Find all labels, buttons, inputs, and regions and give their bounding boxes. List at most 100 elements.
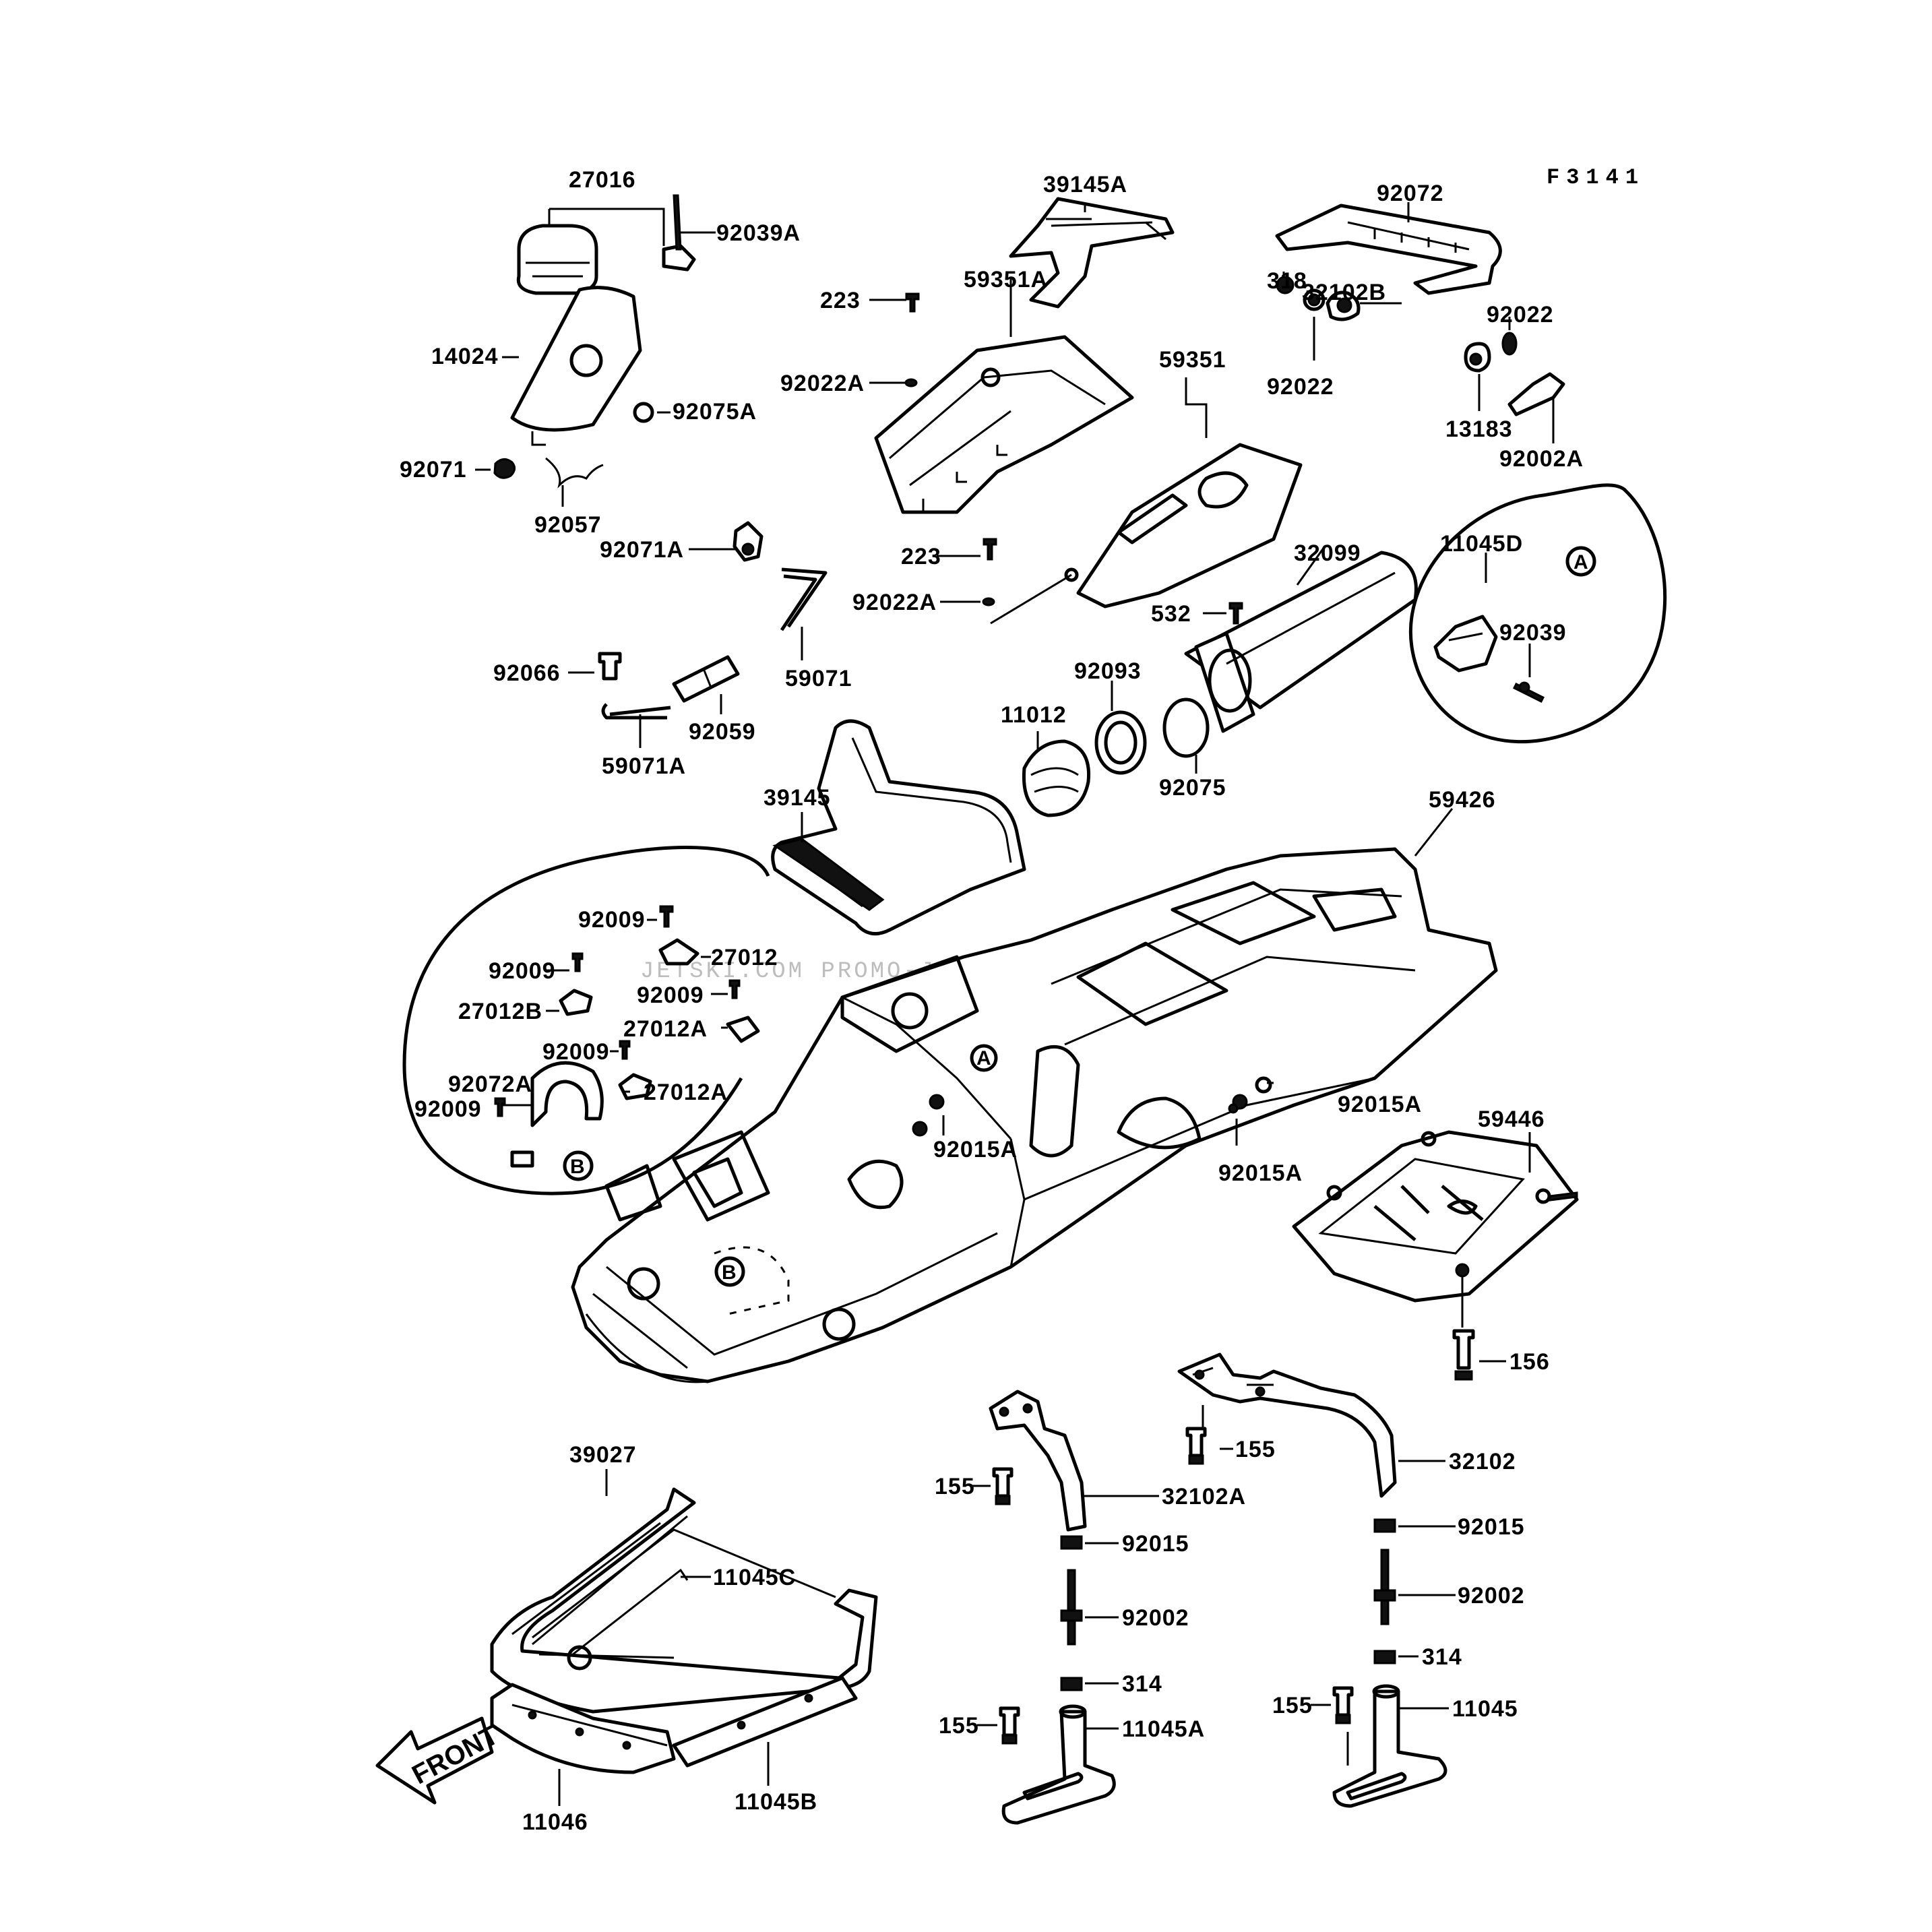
- label-11045A: 11045A: [1122, 1716, 1205, 1742]
- plate-59446: [1292, 1130, 1579, 1303]
- bumper-11046: [490, 1683, 676, 1774]
- label-92039: 92039: [1499, 620, 1567, 646]
- label-92071A: 92071A: [600, 537, 684, 563]
- detail-circle-a: A: [1409, 483, 1666, 744]
- label-156: 156: [1509, 1349, 1550, 1375]
- label-155-lower-left: 155: [939, 1713, 979, 1739]
- label-11045C: 11045C: [713, 1565, 796, 1590]
- cap-assembly: [516, 194, 696, 295]
- bracket-32102A: [989, 1390, 1087, 1532]
- label-39027: 39027: [569, 1442, 637, 1468]
- figure-id: F3141: [1547, 165, 1645, 190]
- label-32102: 32102: [1449, 1449, 1516, 1474]
- plug-11012: [1022, 739, 1091, 817]
- label-155-upper: 155: [1235, 1437, 1276, 1462]
- hull-59426: B A: [571, 847, 1498, 1383]
- label-92072: 92072: [1377, 181, 1444, 206]
- label-27012A-lower: 27012A: [644, 1080, 728, 1105]
- bolt-155-lower-left: [999, 1706, 1020, 1745]
- label-32102A: 32102A: [1162, 1484, 1246, 1509]
- bolt-156: [1452, 1329, 1475, 1381]
- tray-59351: [1064, 443, 1303, 609]
- label-314-right: 314: [1422, 1644, 1462, 1670]
- part-labels: 27016 92039A 14024 92075A 92071 92057 39…: [400, 167, 1584, 1835]
- label-92009-3: 92009: [637, 983, 704, 1008]
- label-32099: 32099: [1294, 540, 1361, 566]
- stack-left: [1060, 1535, 1083, 1691]
- label-13183: 13183: [1445, 416, 1513, 442]
- label-155-lower-right: 155: [1272, 1693, 1313, 1718]
- label-92002-right: 92002: [1458, 1583, 1525, 1609]
- label-92057: 92057: [534, 512, 602, 538]
- label-92009-1: 92009: [578, 907, 646, 933]
- detail-ref-a: A: [1573, 551, 1588, 573]
- label-11045D: 11045D: [1440, 531, 1523, 557]
- label-32102B: 32102B: [1302, 280, 1386, 305]
- label-92002-left: 92002: [1122, 1605, 1189, 1631]
- foot-11045: [1332, 1684, 1447, 1808]
- strip-11045B: [672, 1676, 858, 1768]
- label-92009-2: 92009: [489, 958, 556, 984]
- label-59351: 59351: [1159, 347, 1226, 373]
- stack-right: [1373, 1518, 1396, 1664]
- bolt-155-left: [992, 1467, 1014, 1505]
- label-27016: 27016: [569, 167, 636, 193]
- label-92072A: 92072A: [448, 1071, 532, 1097]
- bolt-155-lower-right: [1332, 1686, 1354, 1724]
- label-92071: 92071: [400, 457, 467, 482]
- label-59351A: 59351A: [964, 267, 1048, 292]
- label-14024: 14024: [431, 344, 499, 369]
- label-39145: 39145: [764, 785, 831, 811]
- label-92093: 92093: [1074, 658, 1142, 684]
- label-59071A: 59071A: [602, 753, 686, 779]
- label-92066: 92066: [493, 660, 561, 686]
- label-92002A: 92002A: [1499, 446, 1584, 472]
- label-92022-right: 92022: [1487, 302, 1554, 328]
- rod-59071A: [601, 703, 671, 720]
- bolt-92066: [598, 652, 622, 681]
- label-92015-left: 92015: [1122, 1531, 1189, 1557]
- label-92015A-left: 92015A: [933, 1137, 1018, 1162]
- label-223-lower: 223: [901, 544, 941, 569]
- label-92015A-right: 92015A: [1338, 1092, 1422, 1117]
- label-155-left: 155: [935, 1474, 975, 1499]
- detail-ref-b-circle: B: [570, 1156, 585, 1178]
- label-532: 532: [1151, 601, 1191, 627]
- label-223-upper: 223: [820, 288, 861, 313]
- handle-39145: [771, 719, 1026, 936]
- label-27012B: 27012B: [458, 999, 542, 1024]
- label-314-left: 314: [1122, 1671, 1162, 1697]
- label-59071: 59071: [785, 666, 852, 691]
- ring-92093: [1094, 710, 1147, 775]
- label-27012: 27012: [711, 945, 778, 970]
- label-92022A-lower: 92022A: [852, 590, 937, 615]
- label-59446: 59446: [1478, 1107, 1545, 1132]
- disc-92075: [1162, 697, 1210, 758]
- label-92022-left: 92022: [1267, 374, 1334, 400]
- label-11045B: 11045B: [735, 1789, 817, 1815]
- tube-32099: [1184, 551, 1418, 733]
- bumper-39027: [490, 1487, 878, 1714]
- label-27012A-upper: 27012A: [623, 1016, 708, 1042]
- label-92015A-lower: 92015A: [1218, 1160, 1303, 1186]
- label-92015-right: 92015: [1458, 1514, 1525, 1540]
- label-39145A: 39145A: [1043, 172, 1127, 197]
- detail-ref-b-hull: B: [722, 1261, 737, 1284]
- bracket-32102: [1177, 1352, 1397, 1498]
- label-11046: 11046: [522, 1809, 588, 1835]
- label-11012: 11012: [1001, 702, 1067, 728]
- label-92009-4: 92009: [542, 1039, 610, 1065]
- foot-11045A: [1001, 1704, 1116, 1825]
- label-92075: 92075: [1159, 775, 1226, 801]
- label-92059: 92059: [689, 719, 756, 745]
- handle-92072: [1275, 204, 1502, 295]
- bolt-155-upper: [1185, 1427, 1207, 1465]
- label-92075A: 92075A: [673, 399, 757, 425]
- label-92022A-upper: 92022A: [780, 371, 865, 396]
- detail-ref-a-hull: A: [976, 1047, 991, 1069]
- label-59426: 59426: [1429, 787, 1496, 813]
- grommet-92071: [493, 458, 516, 479]
- label-92039A: 92039A: [716, 220, 801, 246]
- fitting-92071A: [733, 521, 764, 562]
